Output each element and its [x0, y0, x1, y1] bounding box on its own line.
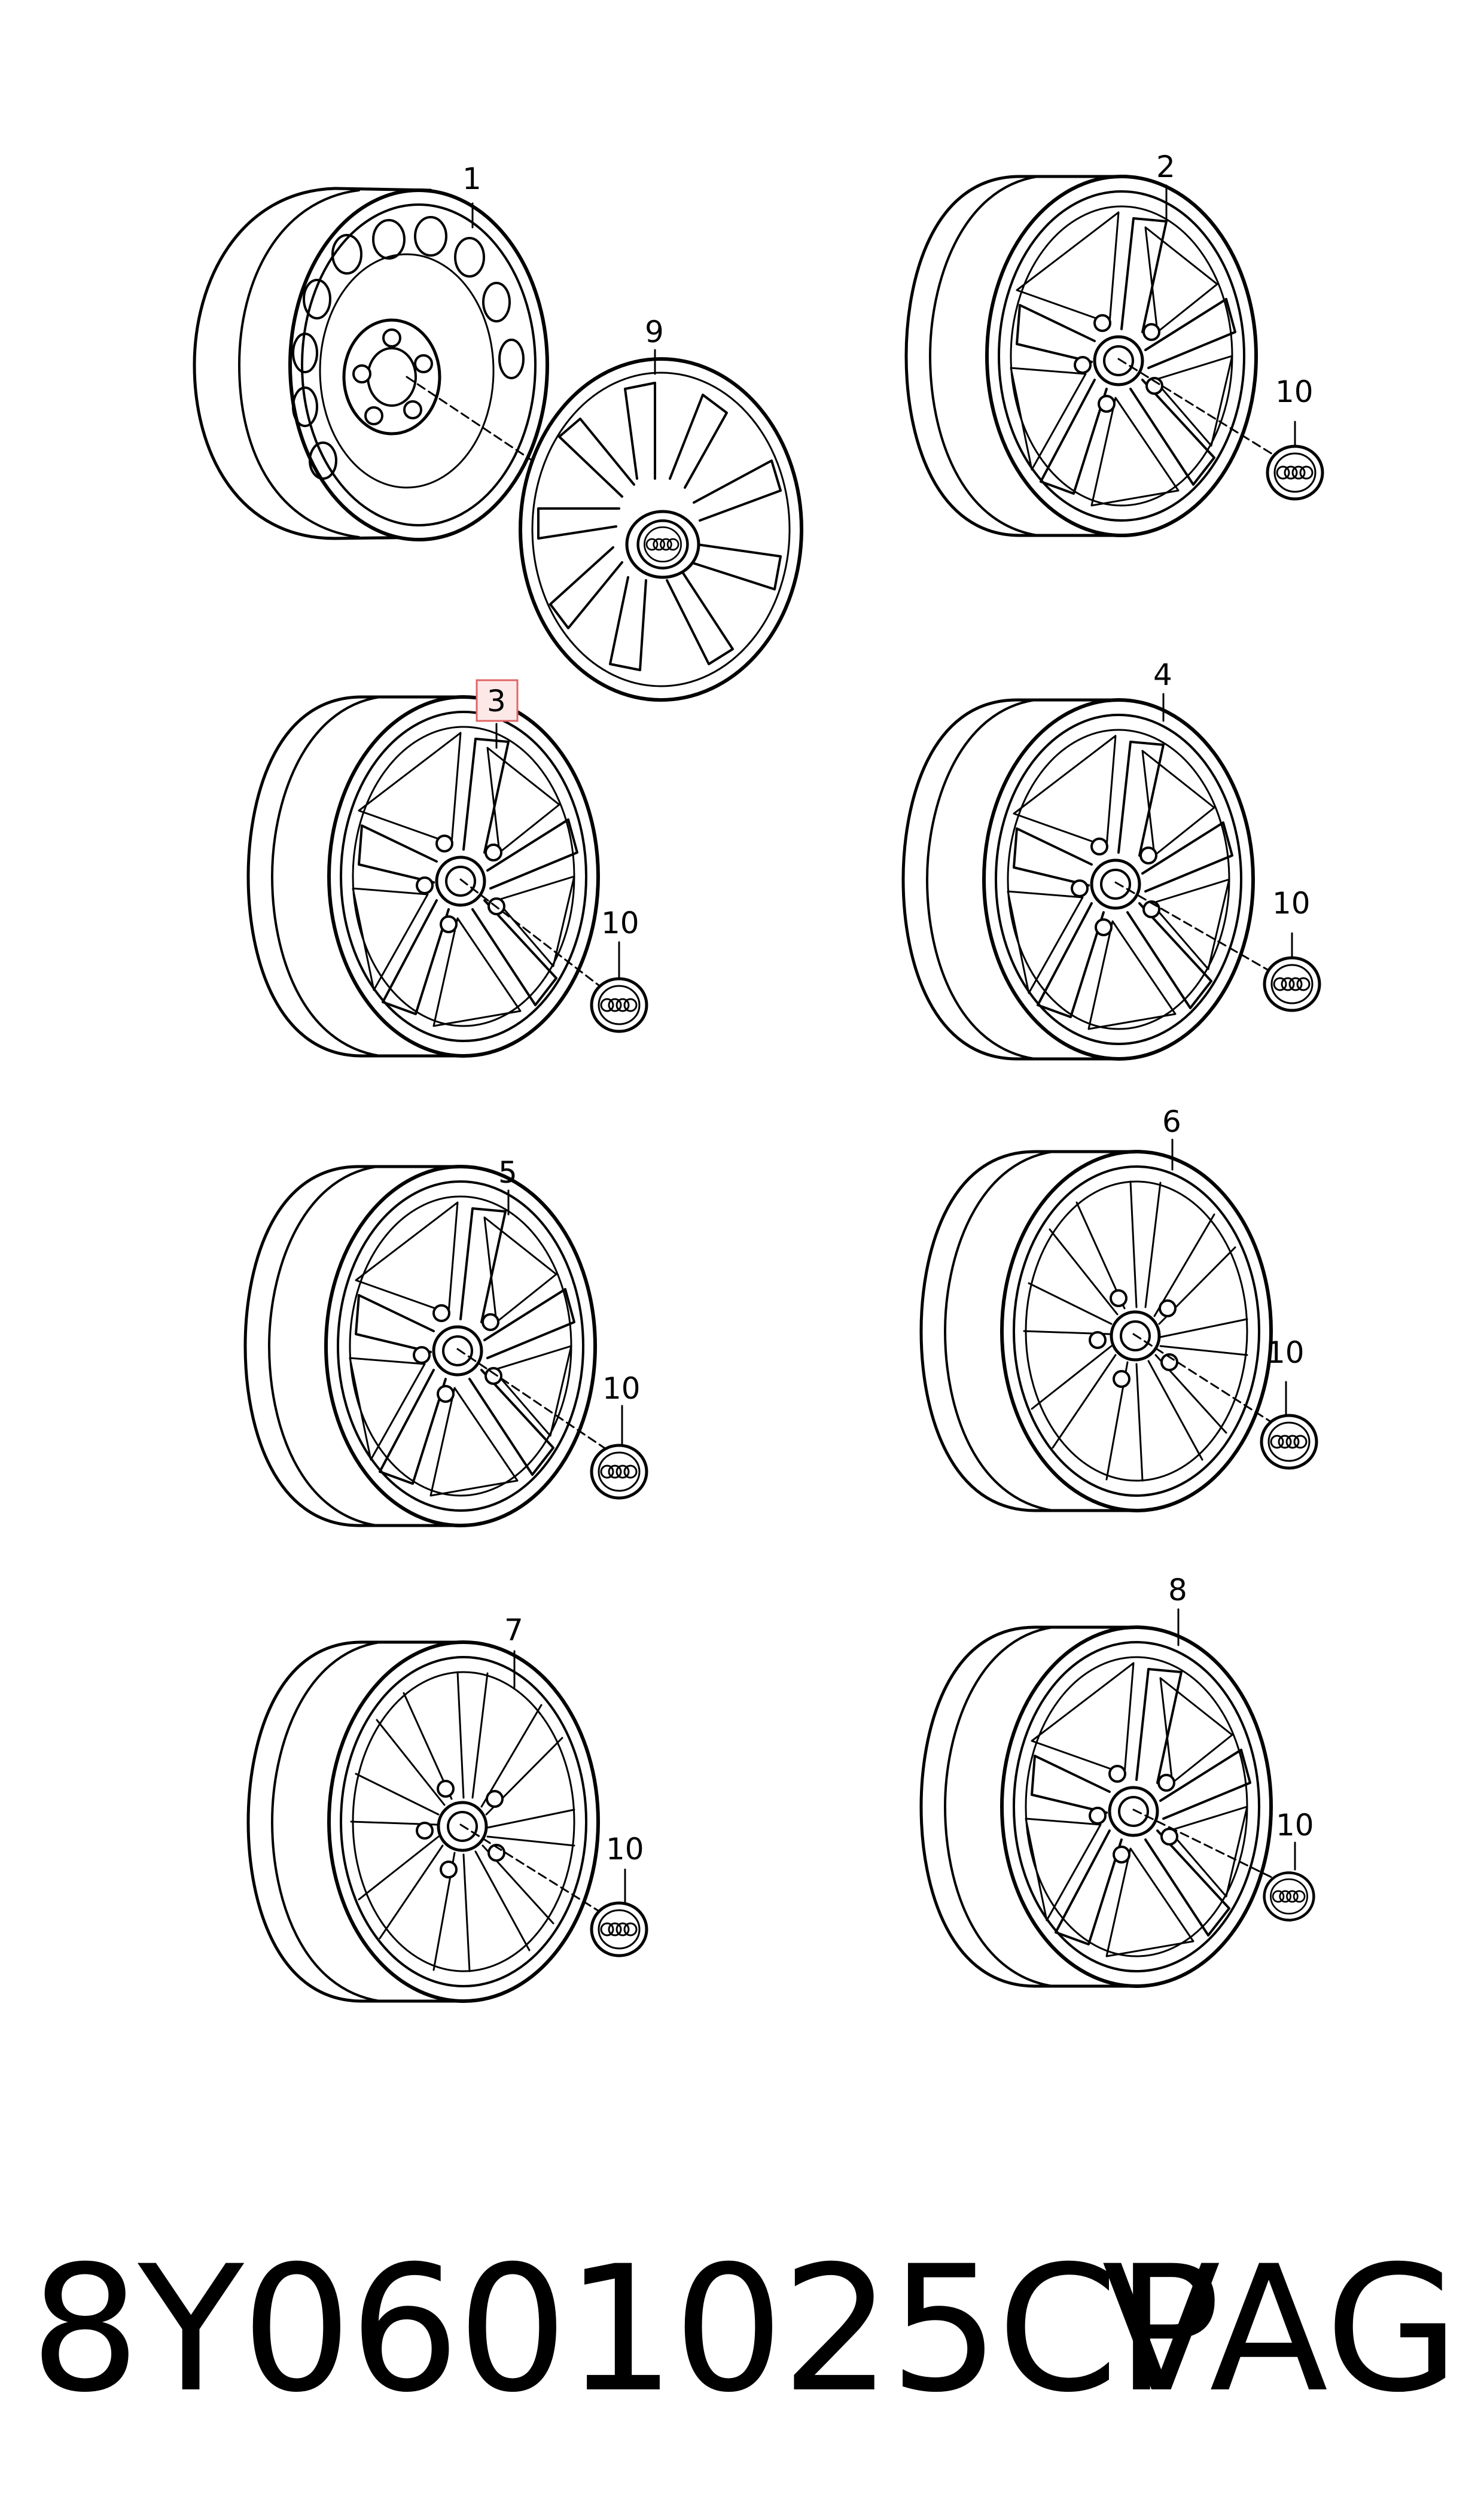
- alloy-wheel-8: [921, 1627, 1271, 1986]
- callout-10-b: 10: [601, 906, 639, 940]
- steel-wheel: [193, 187, 549, 541]
- callout-2: 2: [1156, 150, 1175, 184]
- callout-9: 9: [645, 315, 664, 349]
- brand-label: VAG: [1102, 2229, 1459, 2431]
- callout-1: 1: [462, 162, 482, 196]
- callout-5: 5: [498, 1155, 517, 1190]
- alloy-wheel-7: [248, 1642, 598, 2001]
- callout-6: 6: [1162, 1104, 1181, 1139]
- callout-10-g: 10: [1276, 1808, 1314, 1843]
- alloy-wheel-2: [906, 176, 1256, 535]
- wheel-cover: [519, 357, 803, 702]
- callout-10-d: 10: [602, 1371, 641, 1406]
- alloy-wheel-4: [903, 700, 1253, 1059]
- hub-cap-2: [1267, 446, 1323, 499]
- hub-cap-6: [1261, 1415, 1317, 1468]
- callout-7: 7: [504, 1613, 523, 1648]
- hub-cap-7: [592, 1903, 647, 1956]
- callout-4: 4: [1153, 657, 1172, 692]
- hub-cap-5: [592, 1445, 647, 1498]
- alloy-wheel-3: [248, 697, 598, 1056]
- callout-10-e: 10: [1266, 1335, 1305, 1370]
- footer: 8Y0601025CP VAG: [30, 2240, 1459, 2420]
- callout-10-f: 10: [606, 1832, 644, 1867]
- callout-3: 3: [487, 684, 506, 718]
- leader-lines: [471, 184, 1296, 1904]
- alloy-wheel-6: [921, 1152, 1271, 1511]
- callout-10-a: 10: [1275, 374, 1314, 409]
- callout-highlight: [476, 679, 519, 722]
- hub-cap-8: [1264, 1872, 1314, 1920]
- hub-cap-4: [1264, 958, 1320, 1010]
- callout-8: 8: [1168, 1573, 1187, 1607]
- alloy-wheel-5: [245, 1167, 595, 1526]
- hub-cap-3: [592, 979, 647, 1031]
- callout-10-c: 10: [1272, 886, 1311, 921]
- part-number: 8Y0601025CP: [30, 2229, 1221, 2431]
